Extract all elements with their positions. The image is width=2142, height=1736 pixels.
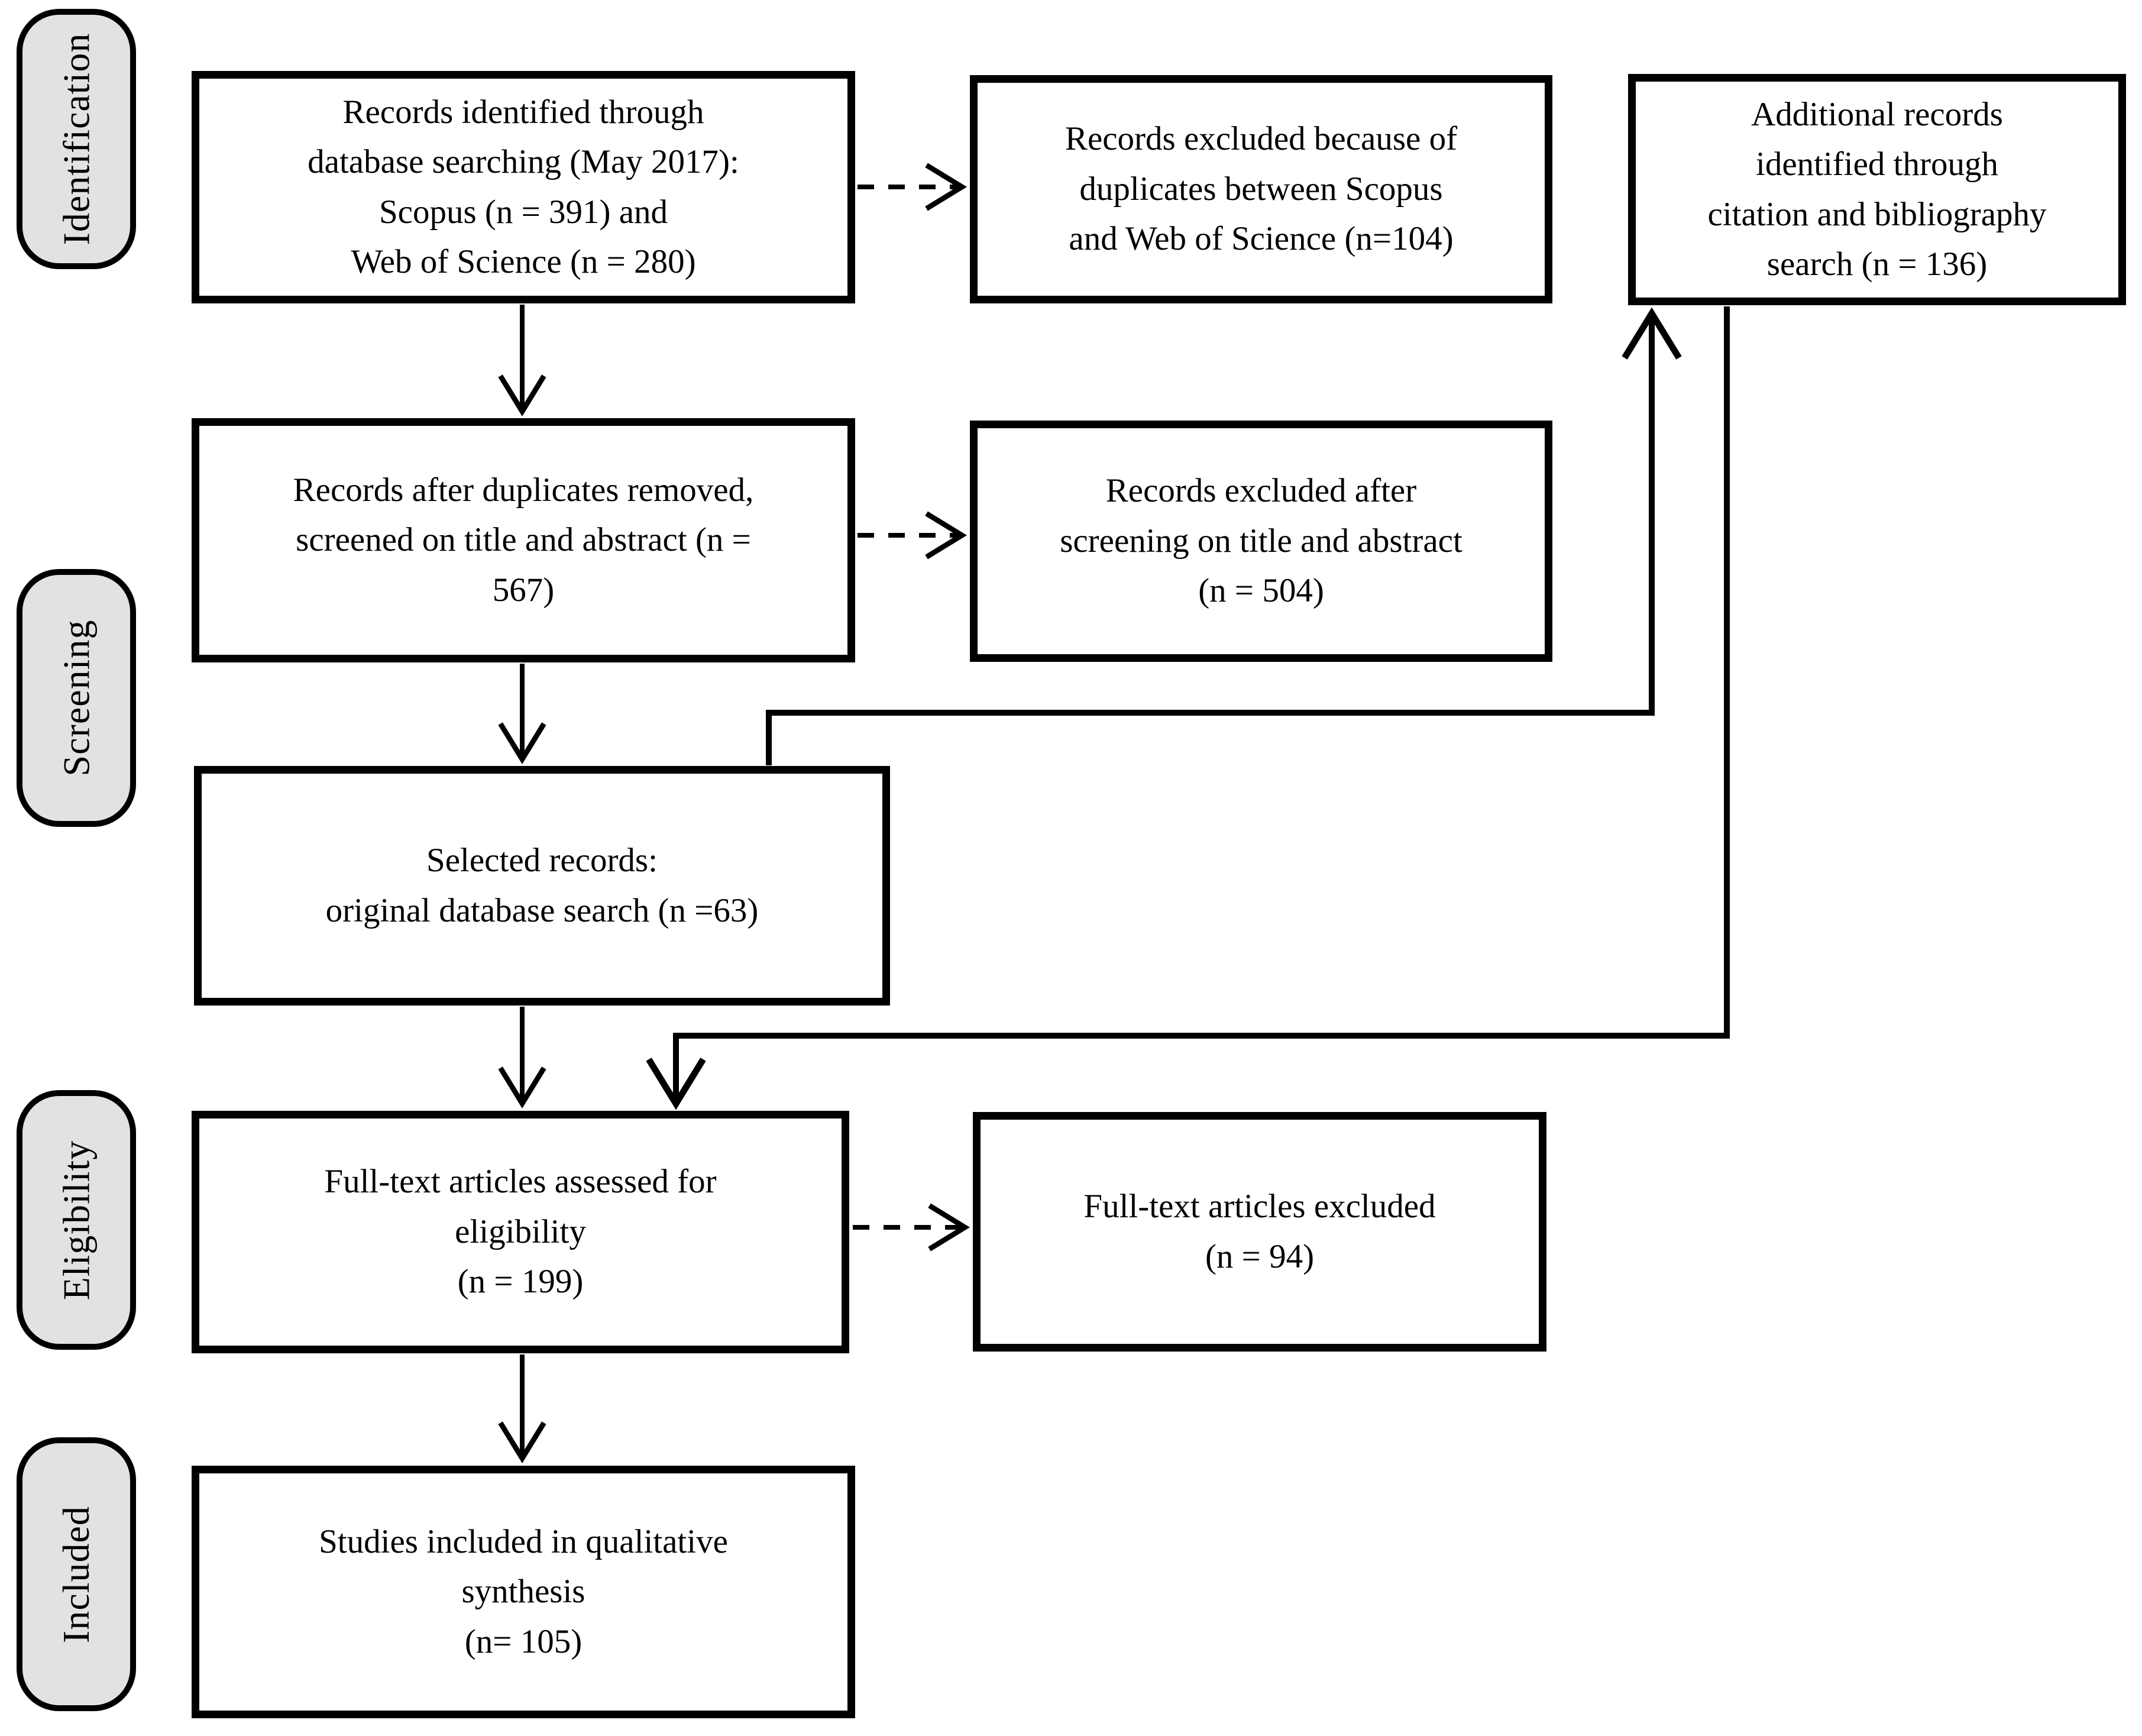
box-records-identified: Records identified through database sear…	[192, 71, 855, 303]
box-included-studies: Studies included in qualitative synthesi…	[192, 1466, 855, 1718]
stage-label-included-text: Included	[55, 1505, 97, 1643]
box-additional-records: Additional records identified through ci…	[1628, 74, 2126, 305]
box-records-excluded-screening: Records excluded after screening on titl…	[970, 421, 1552, 662]
stage-label-identification-text: Identification	[55, 33, 97, 245]
stage-label-included: Included	[17, 1437, 136, 1711]
box-included-studies-text: Studies included in qualitative synthesi…	[319, 1522, 728, 1660]
box-selected-records-text: Selected records: original database sear…	[325, 842, 759, 929]
box-selected-records: Selected records: original database sear…	[194, 766, 890, 1006]
stage-label-screening-text: Screening	[55, 619, 97, 777]
box-fulltext-assessed: Full-text articles assessed for eligibil…	[192, 1111, 849, 1353]
stage-label-eligibility: Eligibility	[17, 1090, 136, 1350]
box-fulltext-excluded: Full-text articles excluded (n = 94)	[973, 1112, 1546, 1352]
stage-label-identification: Identification	[17, 9, 136, 269]
box-records-excluded-duplicates-text: Records excluded because of duplicates b…	[1064, 120, 1458, 258]
box-additional-records-text: Additional records identified through ci…	[1707, 95, 2047, 283]
box-records-excluded-screening-text: Records excluded after screening on titl…	[1060, 472, 1462, 610]
box-records-excluded-duplicates: Records excluded because of duplicates b…	[970, 75, 1552, 303]
stage-label-screening: Screening	[17, 569, 136, 827]
box-records-identified-text: Records identified through database sear…	[308, 93, 739, 280]
box-records-after-duplicates: Records after duplicates removed, screen…	[192, 418, 855, 662]
stage-label-eligibility-text: Eligibility	[55, 1140, 97, 1300]
box-records-after-duplicates-text: Records after duplicates removed, screen…	[293, 471, 754, 609]
box-fulltext-excluded-text: Full-text articles excluded (n = 94)	[1083, 1188, 1436, 1275]
box-fulltext-assessed-text: Full-text articles assessed for eligibil…	[324, 1163, 717, 1301]
